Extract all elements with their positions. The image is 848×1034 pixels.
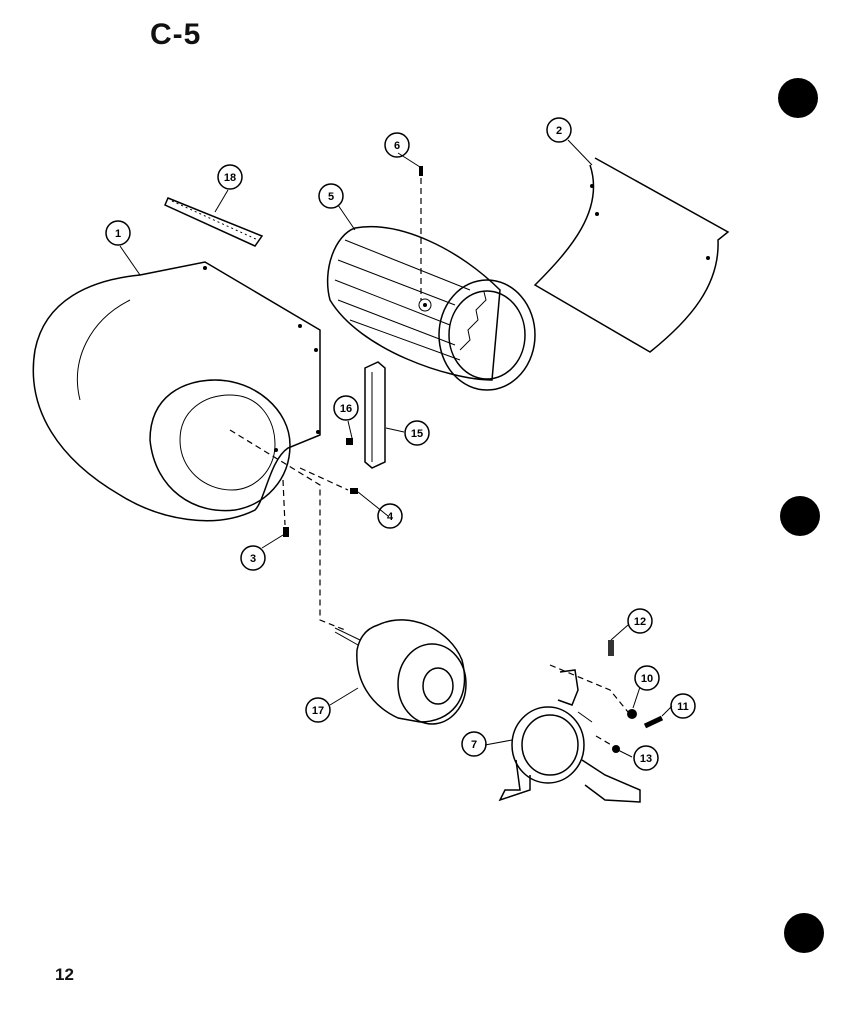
blower-wheel <box>326 226 536 391</box>
callout-motor: 17 <box>305 697 331 723</box>
svg-text:6: 6 <box>394 140 400 152</box>
callout-cutoff: 2 <box>546 117 572 143</box>
motor-mount <box>498 669 641 803</box>
callout-top-strip: 18 <box>217 164 243 190</box>
svg-text:16: 16 <box>340 403 352 415</box>
callout-washer-b: 16 <box>333 395 359 421</box>
callout-housing: 1 <box>105 220 131 246</box>
svg-text:15: 15 <box>411 428 423 440</box>
callout-stud: 12 <box>627 608 653 634</box>
top-strip <box>164 197 264 247</box>
scroll-cutoff <box>533 157 730 353</box>
svg-text:17: 17 <box>312 705 324 717</box>
binder-hole-top <box>778 78 818 118</box>
callout-washer-a: 10 <box>634 665 660 691</box>
svg-text:7: 7 <box>471 739 477 751</box>
callout-mount-bracket: 7 <box>461 731 487 757</box>
callout-setscrew: 6 <box>384 132 410 158</box>
page-number: 12 <box>55 965 74 984</box>
assembly-lines <box>229 178 629 747</box>
svg-text:2: 2 <box>556 125 562 137</box>
svg-text:5: 5 <box>328 191 334 203</box>
support-strip <box>364 361 386 469</box>
svg-text:11: 11 <box>677 701 689 713</box>
diagram-title: C-5 <box>150 18 202 51</box>
svg-text:13: 13 <box>640 753 652 765</box>
callout-screw-right: 4 <box>377 503 403 529</box>
svg-text:3: 3 <box>250 553 256 565</box>
blower-housing <box>32 261 321 522</box>
svg-text:18: 18 <box>224 172 236 184</box>
callout-nut: 13 <box>633 745 659 771</box>
binder-hole-bottom <box>784 913 824 953</box>
svg-text:10: 10 <box>641 673 653 685</box>
binder-hole-middle <box>780 496 820 536</box>
callout-wheel: 5 <box>318 183 344 209</box>
callout-bolt: 11 <box>670 693 696 719</box>
callout-screw-left: 3 <box>240 545 266 571</box>
hardware-parts <box>283 166 664 753</box>
svg-text:1: 1 <box>115 228 121 240</box>
motor <box>334 619 467 725</box>
svg-text:12: 12 <box>634 616 646 628</box>
svg-text:4: 4 <box>387 511 394 523</box>
callout-support-strip: 15 <box>404 420 430 446</box>
leader-lines <box>119 139 673 758</box>
